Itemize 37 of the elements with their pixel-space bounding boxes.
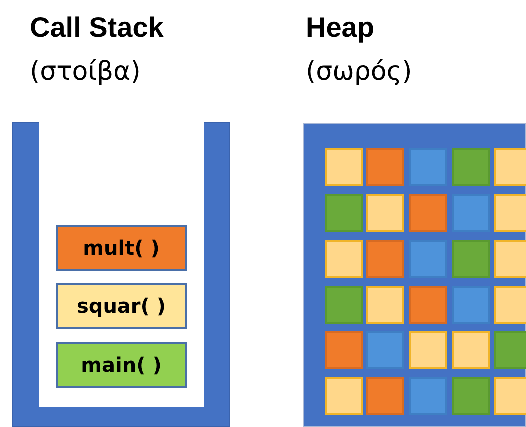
subheading: (σωρός) [306,57,412,87]
memory-block [452,240,490,278]
heading: Heap [306,12,374,44]
memory-block [325,286,363,324]
memory-block [366,286,404,324]
memory-block [325,148,363,186]
memory-block [494,377,526,415]
memory-block [494,331,526,369]
heading: Call Stack [30,12,164,44]
memory-block [494,194,526,232]
memory-block [409,194,447,232]
memory-block [366,240,404,278]
memory-block [452,286,490,324]
stack-frame: squar( ) [56,283,187,329]
stack-frame: mult( ) [56,225,187,271]
memory-block [409,286,447,324]
memory-block [325,240,363,278]
memory-block [494,240,526,278]
memory-block [409,240,447,278]
memory-block [452,377,490,415]
subheading: (στοίβα) [30,57,141,87]
memory-block [452,148,490,186]
memory-block [452,331,490,369]
memory-block [366,194,404,232]
memory-block [325,194,363,232]
memory-block [409,148,447,186]
stack-frame: main( ) [56,342,187,388]
memory-block [325,331,363,369]
memory-block [366,148,404,186]
memory-block [409,331,447,369]
memory-block [409,377,447,415]
memory-block [452,194,490,232]
memory-block [494,286,526,324]
memory-block [366,331,404,369]
memory-block [366,377,404,415]
memory-block [325,377,363,415]
memory-block [494,148,526,186]
